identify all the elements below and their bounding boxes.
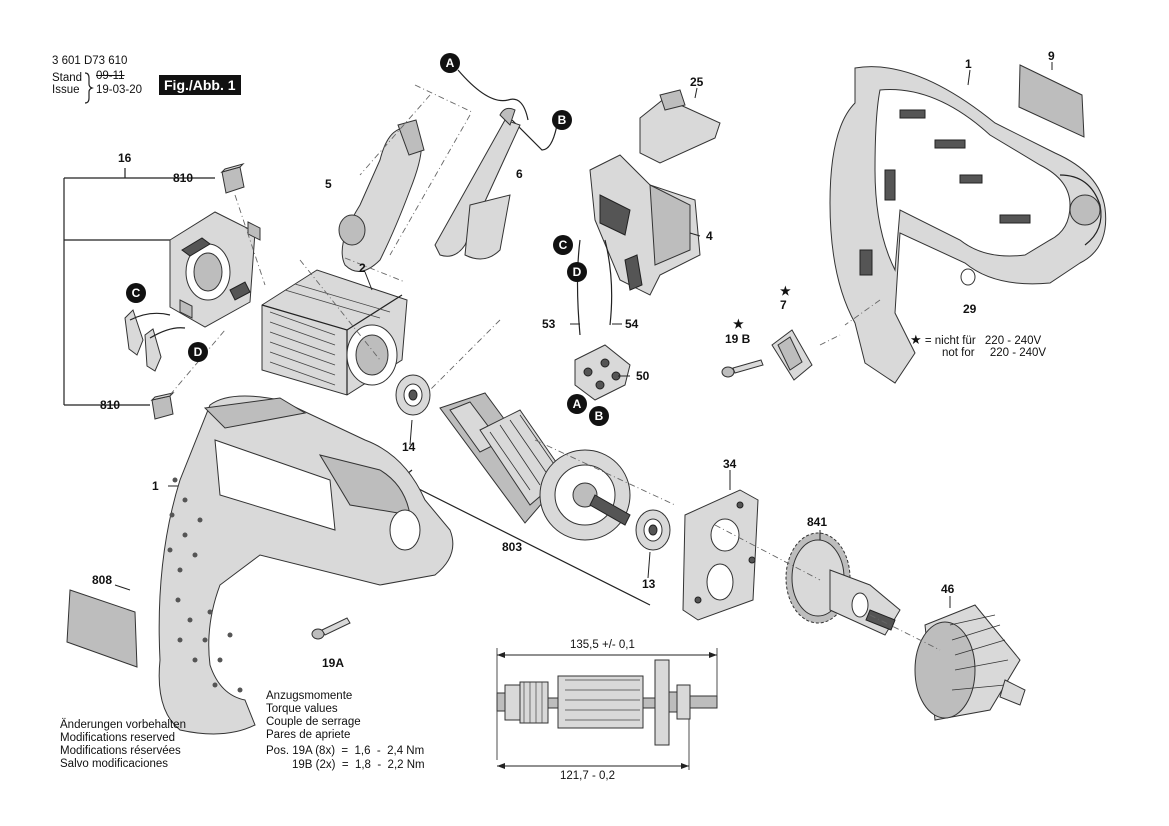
star-note-line1: ★ = nicht für 220 - 240V (910, 333, 1041, 348)
marker-d-switch: D (567, 262, 587, 282)
callout-19a: 19A (322, 656, 345, 670)
modifications-es: Salvo modificaciones (60, 758, 169, 770)
torque-title-es: Pares de apriete (266, 729, 351, 741)
callout-810-bottom: 810 (100, 398, 121, 412)
screw-19a (311, 617, 351, 640)
star-note-star: ★ (910, 332, 922, 347)
brush-springs (124, 309, 186, 372)
callout-13: 13 (642, 577, 656, 591)
callout-1-left: 1 (152, 479, 159, 493)
torque-row-19b: 19B (2x) = 1,8 - 2,2 Nm (292, 759, 425, 771)
marker-a-top: A (440, 53, 460, 73)
modifications-de: Änderungen vorbehalten (60, 719, 186, 731)
callout-808: 808 (92, 573, 113, 587)
leader-lines (169, 84, 941, 651)
armature (439, 392, 631, 541)
bracket-16 (63, 168, 215, 406)
brush-holder (169, 211, 261, 328)
star-7: ★ (780, 284, 791, 298)
housing-half-right (829, 66, 1107, 384)
number-ticks (114, 62, 1053, 608)
dimension-bottom: 121,7 - 0,2 (560, 770, 615, 782)
marker-c-left: C (126, 283, 146, 303)
modifications-fr: Modifications réservées (60, 745, 181, 757)
lead-53 (576, 239, 581, 336)
switch-button (639, 89, 721, 164)
dimension-top: 135,5 +/- 0,1 (570, 639, 635, 651)
modifications-en: Modifications reserved (60, 732, 176, 744)
callout-803: 803 (502, 540, 523, 554)
callout-841: 841 (807, 515, 828, 529)
torque-row-19a: Pos. 19A (8x) = 1,6 - 2,4 Nm (266, 745, 425, 757)
marker-b-top: B (552, 110, 572, 130)
lead-54 (604, 239, 613, 326)
stand-date: 09-11 (96, 70, 125, 82)
label-plate-808 (66, 589, 138, 668)
callout-46: 46 (941, 582, 955, 596)
callout-16: 16 (118, 151, 132, 165)
star-note-voltage-1: 220 - 240V (984, 335, 1042, 347)
callout-53: 53 (542, 317, 556, 331)
stand-issue-brace (84, 72, 94, 104)
stator (261, 269, 408, 396)
callout-1-top: 1 (965, 57, 972, 71)
cable-a (457, 69, 529, 121)
star-note-line2: not for 220 - 240V (942, 347, 1047, 360)
carbon-brush-top (220, 163, 245, 194)
marker-a-bottom: A (567, 394, 587, 414)
callout-2: 2 (359, 261, 366, 275)
cord-clamp (771, 329, 813, 381)
switch (589, 154, 701, 296)
issue-label: Issue (52, 84, 80, 96)
star-note-en: not for (942, 347, 975, 359)
drill-body (158, 395, 454, 735)
marker-d-left: D (188, 342, 208, 362)
bearing-13 (635, 509, 671, 551)
star-note-voltage-2: 220 - 240V (989, 347, 1047, 359)
bearing-plate (682, 489, 759, 621)
issue-date: 19-03-20 (96, 84, 143, 96)
callout-4: 4 (706, 229, 713, 243)
chuck (914, 604, 1026, 721)
callout-7: 7 (780, 298, 787, 312)
marker-b-bottom: B (589, 406, 609, 426)
callout-14: 14 (402, 440, 416, 454)
figure-label: Fig./Abb. 1 (159, 75, 241, 95)
mains-cable (434, 107, 521, 260)
star-19b: ★ (733, 317, 744, 331)
torque-title-en: Torque values (266, 703, 338, 715)
washer-29 (960, 268, 976, 286)
callout-29: 29 (963, 302, 977, 316)
nameplate (1018, 64, 1085, 138)
cord-sleeve (338, 119, 425, 272)
dimension-armature-drawing (496, 648, 718, 770)
callout-19b: 19 B (725, 332, 751, 346)
callout-34: 34 (723, 457, 737, 471)
gear-841 (785, 532, 901, 636)
marker-c-switch: C (553, 235, 573, 255)
callout-25: 25 (690, 75, 704, 89)
torque-title-fr: Couple de serrage (266, 716, 361, 728)
carbon-brush-bottom (150, 392, 175, 420)
callout-6: 6 (516, 167, 523, 181)
callout-54: 54 (625, 317, 639, 331)
callout-810-top: 810 (173, 171, 194, 185)
doc-number: 3 601 D73 610 (52, 55, 128, 67)
screw-19b (721, 359, 764, 378)
callout-5: 5 (325, 177, 332, 191)
bearing-14 (395, 374, 431, 416)
callout-9: 9 (1048, 49, 1055, 63)
stand-label: Stand (52, 72, 83, 84)
torque-title-de: Anzugsmomente (266, 690, 353, 702)
star-note-equals: = (924, 335, 932, 347)
terminal-block (574, 344, 631, 401)
callout-50: 50 (636, 369, 650, 383)
star-note-de: nicht für (934, 335, 976, 347)
cable-b (511, 119, 558, 151)
